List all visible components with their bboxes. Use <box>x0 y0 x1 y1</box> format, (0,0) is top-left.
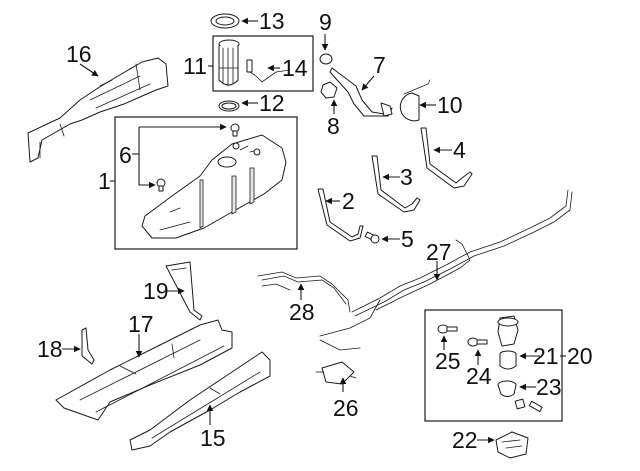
callout-27: 27 <box>426 239 452 265</box>
callout-9: 9 <box>319 9 332 35</box>
part-5-bolt <box>364 231 380 244</box>
part-11-fuel-pump-module <box>218 39 240 87</box>
part-18-bracket <box>81 327 95 365</box>
callout-23: 23 <box>536 374 562 400</box>
part-17-skid-plate <box>55 319 233 421</box>
callout-13: 13 <box>259 8 285 34</box>
part-28-fuel-lines <box>257 271 351 313</box>
part-15-skid-plate <box>129 351 271 451</box>
part-20-bolt <box>528 400 543 413</box>
callout-5: 5 <box>401 226 414 252</box>
callout-15: 15 <box>200 425 226 451</box>
part-22-filter-bracket <box>495 431 529 459</box>
part-13-lock-ring <box>210 13 240 29</box>
callout-16: 16 <box>66 41 92 67</box>
part-21-filter-element <box>499 350 517 370</box>
callout-14: 14 <box>282 55 308 81</box>
callout-18: 18 <box>37 336 63 362</box>
part-9-cap <box>319 53 333 65</box>
part-6-tank-stud-lower <box>156 178 166 192</box>
part-26-vent-valve <box>315 361 357 385</box>
callout-1: 1 <box>98 168 111 194</box>
part-2-strap <box>317 188 364 242</box>
callout-17: 17 <box>128 311 154 337</box>
part-20-filter-housing <box>497 315 519 347</box>
kit-box-11 <box>212 35 314 92</box>
part-4-strap <box>420 127 473 189</box>
callout-8: 8 <box>327 113 340 139</box>
callout-labels: 16 13 11 14 12 6 1 9 8 7 10 2 3 4 5 27 2… <box>37 8 593 453</box>
kit-box-20 <box>424 309 563 422</box>
callout-12: 12 <box>259 90 285 116</box>
callout-10: 10 <box>437 92 463 118</box>
part-27-fuel-lines <box>319 189 573 351</box>
part-3-strap <box>371 155 421 213</box>
callout-20: 20 <box>567 343 593 369</box>
callout-21: 21 <box>533 343 559 369</box>
leader-lines <box>62 17 566 444</box>
part-20-gasket <box>514 398 526 410</box>
callout-22: 22 <box>452 427 478 453</box>
part-16-heat-shield <box>27 57 169 163</box>
part-10-filler-housing <box>399 79 431 122</box>
part-25-bolt <box>437 324 458 334</box>
kit-box-1 <box>114 116 298 250</box>
part-14-sending-unit <box>246 59 291 83</box>
callout-3: 3 <box>400 164 413 190</box>
part-23-filter-cap <box>497 380 517 397</box>
callout-19: 19 <box>143 278 169 304</box>
part-6-tank-stud-upper <box>230 123 240 137</box>
callout-4: 4 <box>453 137 466 163</box>
part-8-cap <box>320 81 338 99</box>
callout-7: 7 <box>373 52 386 78</box>
callout-2: 2 <box>342 188 355 214</box>
part-12-seal-ring <box>218 100 240 112</box>
part-24-bolt <box>467 337 488 347</box>
part-7-filler-pipe <box>329 67 393 117</box>
callout-24: 24 <box>466 363 492 389</box>
callout-26: 26 <box>333 395 359 421</box>
callout-11: 11 <box>183 53 207 79</box>
callout-6: 6 <box>119 142 132 168</box>
part-1-fuel-tank <box>141 134 287 239</box>
callout-28: 28 <box>289 299 315 325</box>
callout-25: 25 <box>435 348 461 374</box>
